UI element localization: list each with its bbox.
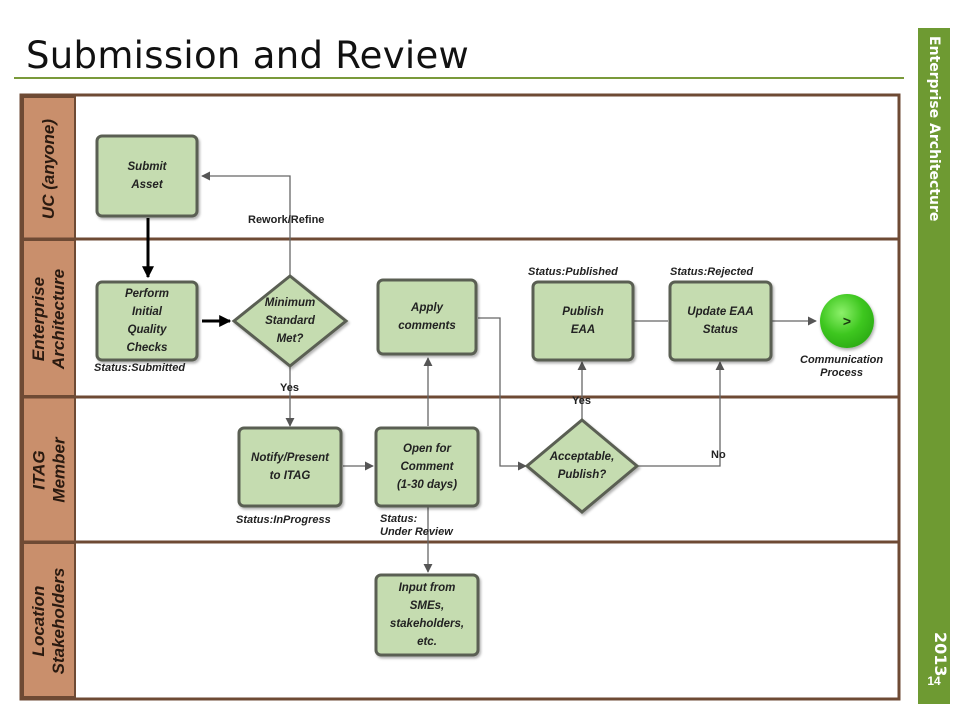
open-comment-step: Open for Comment (1-30 days): [396, 443, 458, 491]
box-notify-itag: [237, 426, 343, 508]
title-divider: [14, 77, 904, 79]
acceptable-decision: Acceptable, Publish?: [549, 451, 615, 481]
lane-label-uc: UC (anyone): [39, 118, 58, 220]
notify-itag-step: Notify/Present to ITAG: [251, 452, 329, 482]
initial-checks-step: Perform Initial Quality Checks: [124, 288, 170, 354]
lane-label-itag: ITAG Member: [29, 437, 69, 503]
status-submitted: Status:Submitted: [94, 362, 186, 374]
yes-label-publish: Yes: [572, 395, 591, 407]
box-input-smes: [374, 573, 480, 657]
input-smes-step: Input from SMEs, stakeholders, etc.: [389, 582, 465, 648]
submit-asset-step: Submit Asset: [127, 161, 167, 191]
status-inprogress: Status:InProgress: [236, 514, 331, 526]
bold-arrows: [142, 218, 232, 327]
update-status-step: Update EAA Status: [687, 306, 754, 336]
apply-comments-step: Apply comments: [398, 302, 456, 332]
lane-dividers: [21, 237, 899, 544]
box-open-comment: [374, 426, 480, 508]
communication-process-button: >: [820, 294, 874, 348]
box-publish-eaa: [531, 280, 635, 362]
page-title: Submission and Review: [26, 34, 470, 77]
sidebar: Enterprise Architecture 2013: [918, 28, 950, 704]
status-published: Status:Published: [528, 266, 618, 278]
min-standard-decision: Minimum Standard Met?: [264, 297, 316, 345]
box-update-status: [668, 280, 773, 362]
connectors: [201, 171, 817, 573]
lane-headers: [22, 96, 76, 698]
box-apply-comments: [376, 278, 478, 356]
box-initial-checks: [95, 280, 199, 362]
sidebar-year: 2013: [931, 632, 950, 677]
rework-label: Rework/Refine: [248, 214, 325, 226]
status-under-review: Status: Under Review: [380, 513, 453, 538]
diamond-acceptable: [524, 418, 640, 514]
lane-label-ea: Enterprise Architecture: [29, 268, 68, 370]
process-boxes: [95, 134, 773, 657]
publish-eaa-step: Publish EAA: [562, 306, 604, 336]
yes-label-standard: Yes: [280, 382, 299, 394]
communication-process-label: Communication Process: [800, 354, 884, 379]
status-rejected: Status:Rejected: [670, 266, 754, 278]
no-label: No: [711, 449, 726, 461]
sidebar-label: Enterprise Architecture: [926, 36, 942, 222]
page-number: 14: [927, 674, 941, 688]
lane-label-stakeholders: Location Stakeholders: [29, 567, 68, 675]
diamond-min-standard: [231, 274, 349, 368]
box-submit-asset: [95, 134, 199, 218]
